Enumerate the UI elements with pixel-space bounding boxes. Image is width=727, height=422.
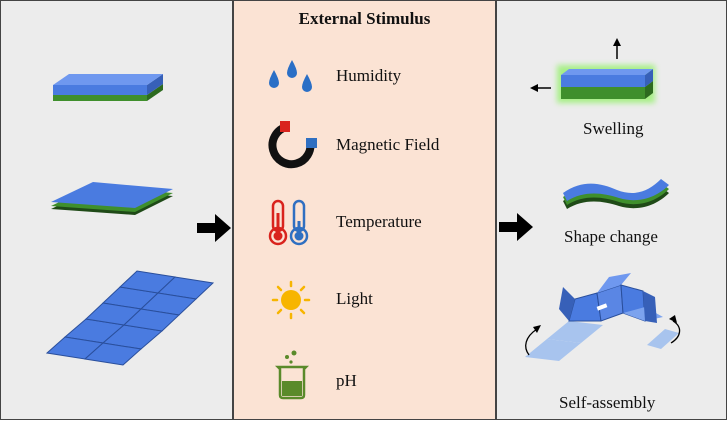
external-stimulus-panel: External Stimulus bbox=[233, 0, 496, 420]
layered-sheet bbox=[51, 182, 173, 215]
water-drops-icon bbox=[269, 60, 312, 92]
stimulus-label-magnetic-field: Magnetic Field bbox=[336, 135, 440, 154]
stimulus-label-ph: pH bbox=[336, 371, 357, 390]
beaker-icon bbox=[274, 350, 310, 400]
response-label-self-assembly: Self-assembly bbox=[559, 393, 656, 412]
arrow-to-stimulus bbox=[197, 214, 231, 242]
stimulus-icons bbox=[268, 60, 317, 400]
stimulus-label-temperature: Temperature bbox=[336, 212, 422, 231]
expansion-arrows-icon bbox=[530, 38, 621, 92]
panel-title: External Stimulus bbox=[298, 9, 431, 28]
stimulus-label-humidity: Humidity bbox=[336, 66, 402, 85]
flat-t-net bbox=[45, 270, 215, 366]
thermometer-icon bbox=[268, 199, 309, 246]
arrow-from-stimulus bbox=[499, 213, 533, 241]
rotation-arrows-icon bbox=[525, 315, 681, 356]
response-panel: Swelling Shape change Self-assembly bbox=[496, 0, 727, 420]
bent-sheet bbox=[563, 179, 669, 209]
self-assembly-structure bbox=[525, 273, 679, 361]
response-label-shape-change: Shape change bbox=[564, 227, 658, 246]
response-art bbox=[499, 38, 681, 361]
magnet-icon bbox=[268, 121, 317, 169]
initial-materials-art bbox=[45, 74, 231, 366]
sun-icon bbox=[271, 280, 311, 320]
initial-materials-panel bbox=[0, 0, 233, 420]
response-label-swelling: Swelling bbox=[583, 119, 644, 138]
swelling-bar bbox=[557, 65, 655, 103]
stimulus-label-light: Light bbox=[336, 289, 373, 308]
bilayer-bar bbox=[53, 74, 163, 101]
